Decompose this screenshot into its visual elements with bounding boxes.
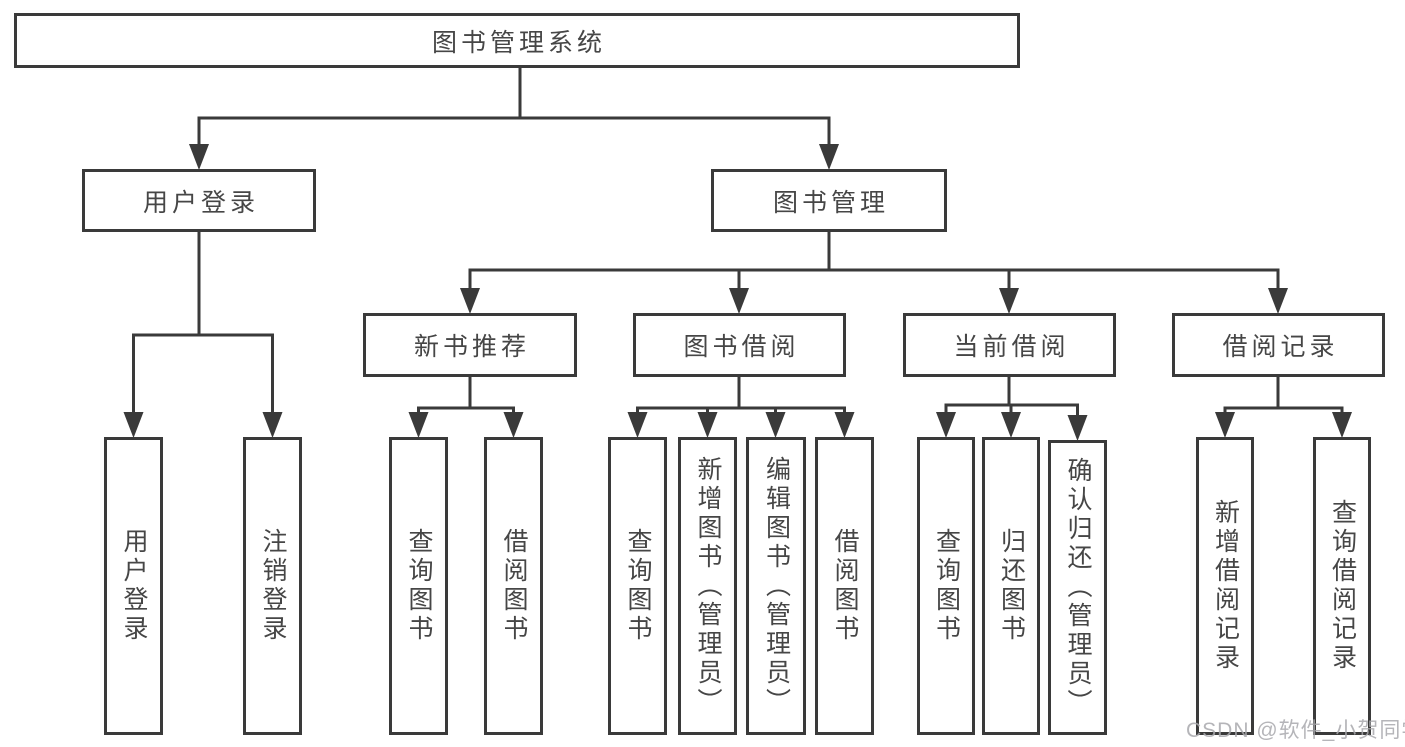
leaf-query-books-1: 查询图书 (389, 437, 448, 735)
arrowhead-icon (697, 412, 718, 438)
node-label: 新增借阅记录 (1211, 499, 1240, 673)
node-label: 查询借阅记录 (1328, 499, 1357, 673)
node-label: 确认归还（管理员） (1064, 457, 1092, 718)
leaf-logout: 注销登录 (243, 437, 302, 735)
node-label: 查询图书 (932, 528, 961, 644)
node-label: 借阅图书 (500, 528, 528, 644)
node-book-management: 图书管理 (711, 169, 947, 232)
leaf-borrow-books-2: 借阅图书 (815, 437, 874, 735)
node-label: 新书推荐 (413, 333, 530, 361)
arrowhead-icon (999, 288, 1019, 314)
leaf-add-borrow-record: 新增借阅记录 (1196, 437, 1254, 735)
node-label: 编辑图书（管理员） (762, 455, 791, 717)
node-label: 借阅记录 (1222, 333, 1339, 361)
arrowhead-icon (503, 412, 524, 438)
arrowhead-icon (460, 288, 480, 314)
node-current-borrowing: 当前借阅 (903, 313, 1116, 377)
node-label: 图书借阅 (683, 333, 800, 361)
node-label: 注销登录 (259, 528, 287, 644)
node-label: 查询图书 (405, 528, 433, 644)
arrowhead-icon (936, 412, 956, 438)
leaf-borrow-books-1: 借阅图书 (484, 437, 543, 735)
node-root-library-system: 图书管理系统 (14, 13, 1020, 68)
leaf-query-books-3: 查询图书 (917, 437, 975, 735)
leaf-user-login: 用户登录 (104, 437, 163, 735)
node-user-login: 用户登录 (82, 169, 316, 232)
node-label: 查询图书 (624, 528, 652, 644)
node-label: 借阅图书 (831, 528, 859, 644)
node-label: 用户登录 (142, 188, 259, 217)
arrowhead-icon (1332, 412, 1352, 438)
arrowhead-icon (1067, 415, 1088, 441)
arrowhead-icon (819, 144, 839, 170)
arrowhead-icon (627, 412, 648, 438)
arrowhead-icon (834, 412, 855, 438)
leaf-query-books-2: 查询图书 (608, 437, 667, 735)
arrowhead-icon (262, 412, 283, 438)
node-label: 图书管理 (772, 188, 889, 217)
node-borrow-records: 借阅记录 (1172, 313, 1385, 377)
arrowhead-icon (765, 412, 786, 438)
leaf-confirm-return-admin: 确认归还（管理员） (1048, 440, 1107, 735)
csdn-watermark: CSDN @软件_小贺同学 (1186, 719, 1405, 742)
arrowhead-icon (1268, 288, 1288, 314)
arrowhead-icon (729, 288, 749, 314)
arrowhead-icon (1215, 412, 1235, 438)
leaf-add-book-admin: 新增图书（管理员） (678, 437, 737, 735)
leaf-query-borrow-record: 查询借阅记录 (1313, 437, 1371, 735)
leaf-edit-book-admin: 编辑图书（管理员） (746, 437, 806, 735)
node-new-book-recommend: 新书推荐 (363, 313, 577, 377)
arrowhead-icon (123, 412, 144, 438)
node-book-borrowing: 图书借阅 (633, 313, 846, 377)
node-label: 图书管理系统 (431, 28, 606, 57)
arrowhead-icon (408, 412, 429, 438)
node-label: 当前借阅 (953, 333, 1070, 361)
node-label: 归还图书 (997, 528, 1026, 644)
leaf-return-book: 归还图书 (982, 437, 1040, 735)
arrowhead-icon (189, 144, 209, 170)
node-label: 用户登录 (120, 528, 148, 644)
arrowhead-icon (1001, 412, 1021, 438)
node-label: 新增图书（管理员） (694, 455, 722, 717)
